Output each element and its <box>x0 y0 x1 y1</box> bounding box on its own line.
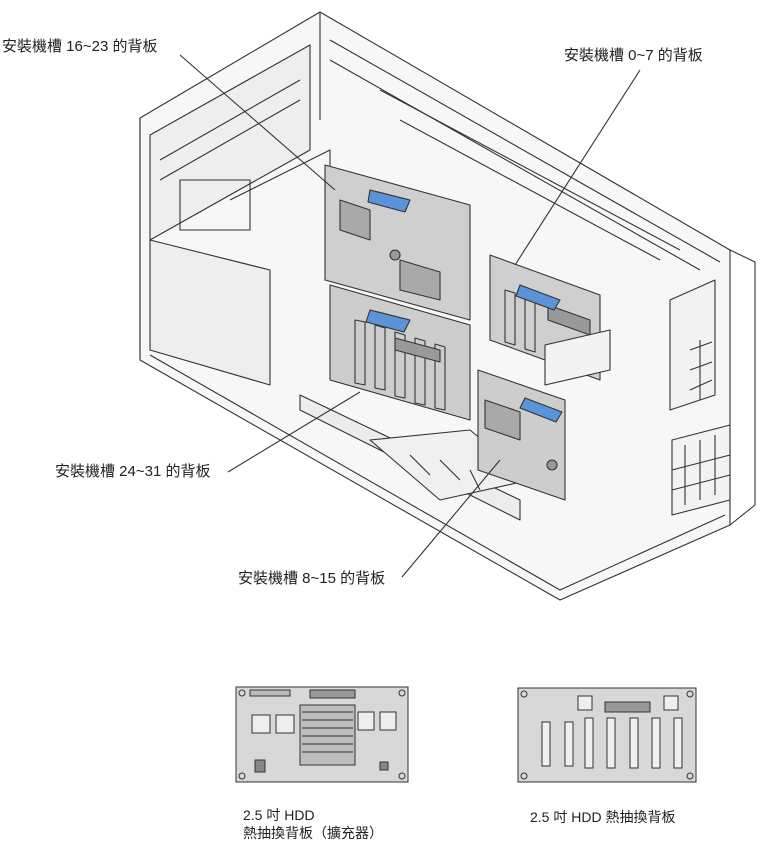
leader-16-23 <box>179 54 336 191</box>
caption-expander: 2.5 吋 HDD 熱抽換背板（擴充器） <box>243 806 383 842</box>
backplane-24-31 <box>329 284 471 421</box>
caption-expander-line2: 熱抽換背板（擴充器） <box>243 825 383 841</box>
callout-backplane-0-7: 安裝機槽 0~7 的背板 <box>564 47 703 64</box>
caption-hotswap: 2.5 吋 HDD 熱抽換背板 <box>530 809 676 825</box>
callout-backplane-16-23: 安裝機槽 16~23 的背板 <box>2 38 158 55</box>
backplane-8-15 <box>477 369 566 501</box>
expander-backplane-drawing <box>235 686 409 783</box>
leader-0-7 <box>514 69 641 266</box>
backplane-16-23 <box>324 164 471 321</box>
callout-backplane-24-31: 安裝機槽 24~31 的背板 <box>55 463 211 480</box>
leader-8-15 <box>401 459 501 578</box>
backplane-0-7 <box>489 254 611 386</box>
leader-24-31 <box>227 391 361 473</box>
caption-expander-line1: 2.5 吋 HDD <box>243 807 315 823</box>
callout-backplane-8-15: 安裝機槽 8~15 的背板 <box>238 570 386 587</box>
hotswap-backplane-drawing <box>517 687 697 783</box>
